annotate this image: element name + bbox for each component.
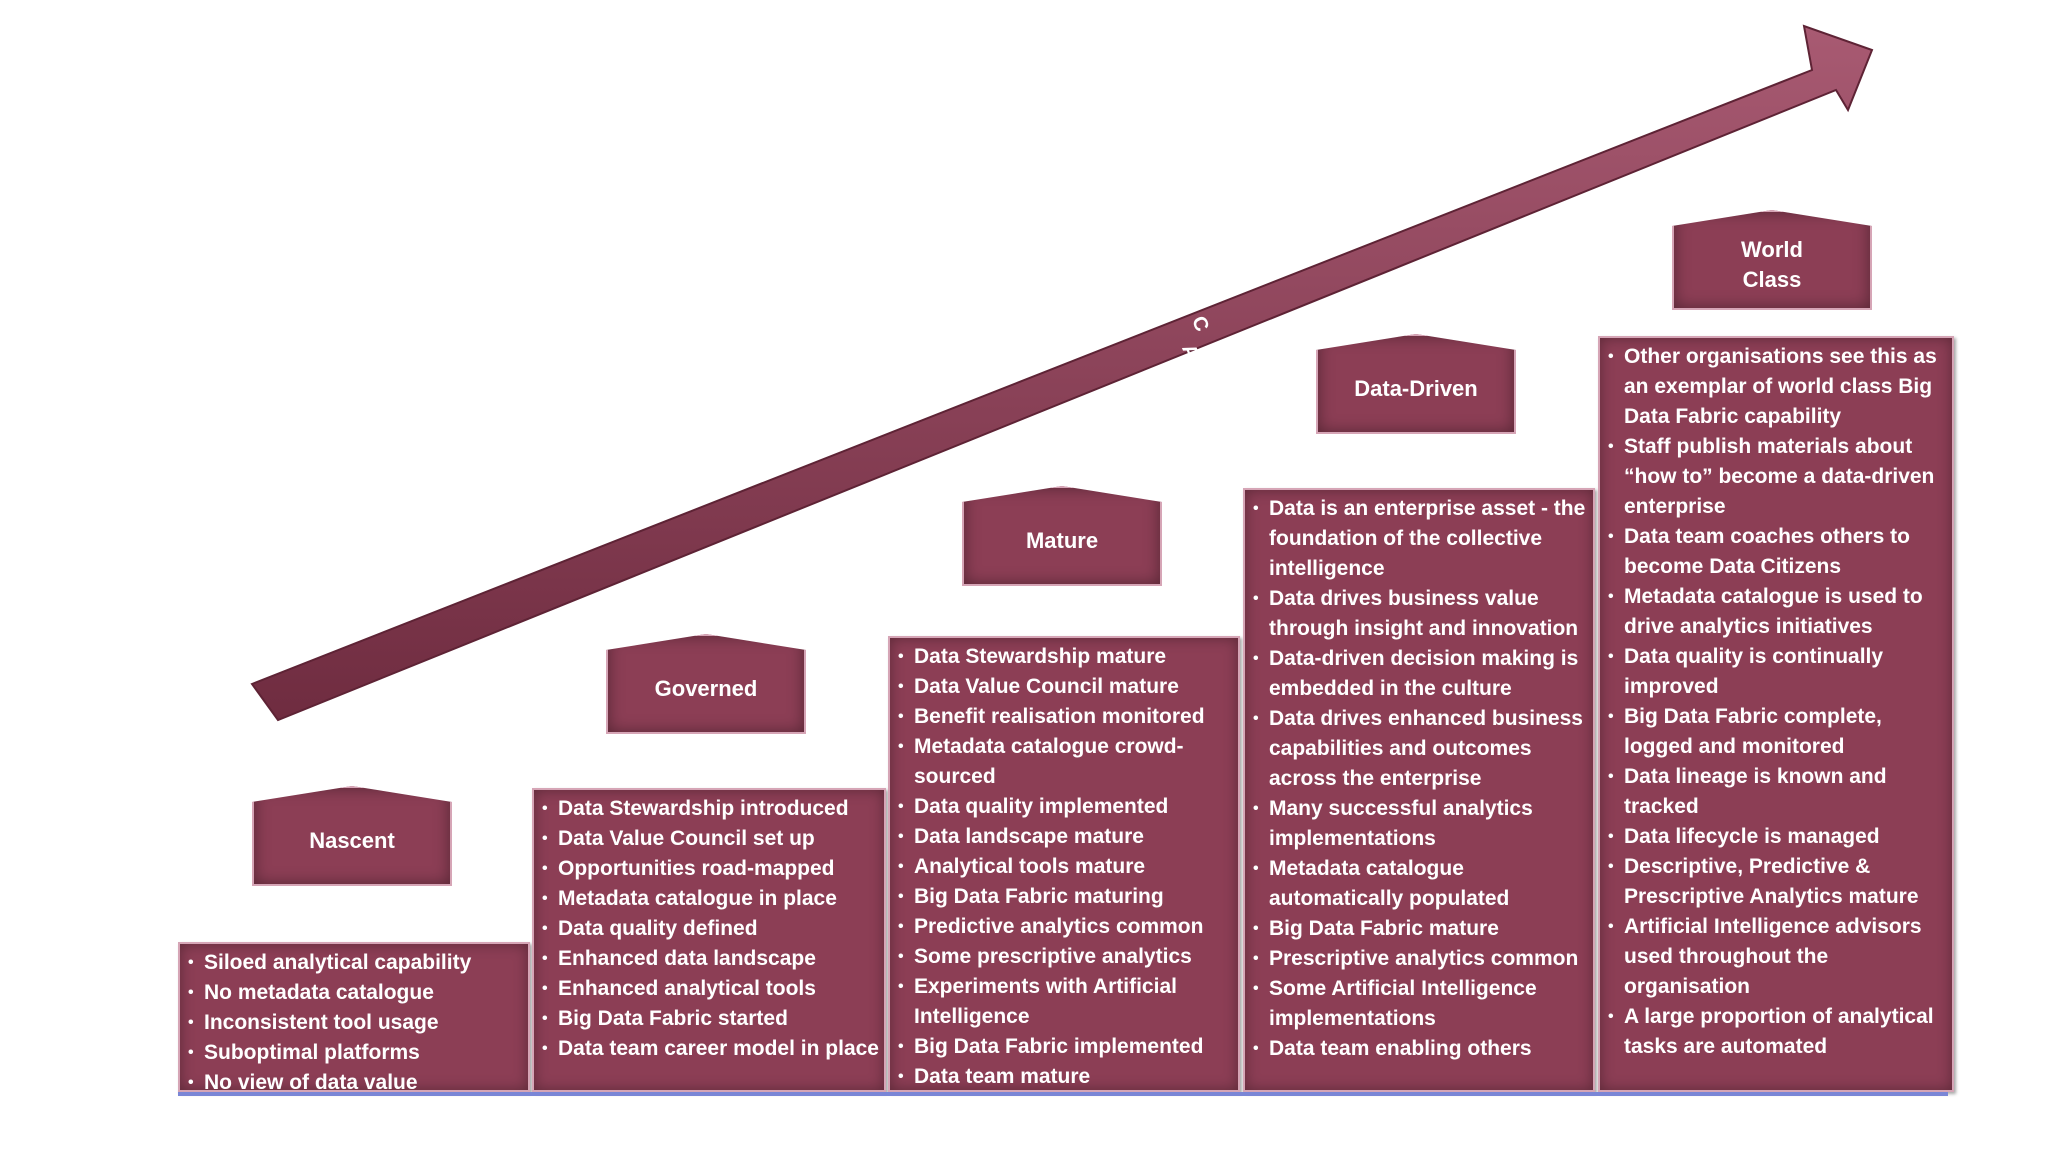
- stage-body-world-class: Other organisations see this as an exemp…: [1598, 336, 1954, 1092]
- stage-body-nascent: Siloed analytical capabilityNo metadata …: [178, 942, 530, 1098]
- bullet-item: Metadata catalogue is used to drive anal…: [1608, 582, 1948, 642]
- bullet-item: Metadata catalogue automatically populat…: [1253, 854, 1589, 914]
- bullet-item: Opportunities road-mapped: [542, 854, 880, 884]
- stage-label-world-class: World Class: [1672, 210, 1872, 310]
- bullet-item: Analytical tools mature: [898, 852, 1234, 882]
- bullet-item: Big Data Fabric started: [542, 1004, 880, 1034]
- bullet-item: Data team enabling others: [1253, 1034, 1589, 1064]
- bullet-item: Many successful analytics implementation…: [1253, 794, 1589, 854]
- stage-label-nascent: Nascent: [252, 786, 452, 886]
- mature-title: Mature: [1025, 528, 1099, 553]
- bullet-item: Enhanced analytical tools: [542, 974, 880, 1004]
- stage-body-governed: Data Stewardship introducedData Value Co…: [532, 788, 886, 1092]
- arrow-shape: [250, 24, 1874, 722]
- bullet-item: Staff publish materials about “how to” b…: [1608, 432, 1948, 522]
- bullet-item: Data quality implemented: [898, 792, 1234, 822]
- bullet-item: Siloed analytical capability: [188, 948, 524, 978]
- bullet-item: Data drives enhanced business capabiliti…: [1253, 704, 1589, 794]
- stage-body-data-driven: Data is an enterprise asset - the founda…: [1243, 488, 1595, 1092]
- bullet-item: No metadata catalogue: [188, 978, 524, 1008]
- bullet-item: Big Data Fabric mature: [1253, 914, 1589, 944]
- nascent-list: Siloed analytical capabilityNo metadata …: [180, 944, 528, 1098]
- world-class-list: Other organisations see this as an exemp…: [1600, 338, 1952, 1062]
- bullet-item: Data lifecycle is managed: [1608, 822, 1948, 852]
- bullet-item: Artificial Intelligence advisors used th…: [1608, 912, 1948, 1002]
- bullet-item: Data-driven decision making is embedded …: [1253, 644, 1589, 704]
- bullet-item: Data landscape mature: [898, 822, 1234, 852]
- data-driven-list: Data is an enterprise asset - the founda…: [1245, 490, 1593, 1064]
- bullet-item: Big Data Fabric complete, logged and mon…: [1608, 702, 1948, 762]
- bullet-item: Some Artificial Intelligence implementat…: [1253, 974, 1589, 1034]
- bullet-item: Data Value Council set up: [542, 824, 880, 854]
- stage-body-mature: Data Stewardship matureData Value Counci…: [888, 636, 1240, 1092]
- bullet-item: Some prescriptive analytics: [898, 942, 1234, 972]
- bullet-item: Experiments with Artificial Intelligence: [898, 972, 1234, 1032]
- stage-label-data-driven: Data-Driven: [1316, 334, 1516, 434]
- bullet-item: Metadata catalogue in place: [542, 884, 880, 914]
- bullet-item: Prescriptive analytics common: [1253, 944, 1589, 974]
- bullet-item: Big Data Fabric maturing: [898, 882, 1234, 912]
- mature-list: Data Stewardship matureData Value Counci…: [890, 638, 1238, 1092]
- bullet-item: Big Data Fabric implemented: [898, 1032, 1234, 1062]
- data-driven-title: Data-Driven: [1354, 376, 1478, 401]
- bullet-item: Descriptive, Predictive & Prescriptive A…: [1608, 852, 1948, 912]
- bullet-item: Data Stewardship introduced: [542, 794, 880, 824]
- bullet-item: Data team mature: [898, 1062, 1234, 1092]
- bullet-item: Data Value Council mature: [898, 672, 1234, 702]
- stage-label-mature: Mature: [962, 486, 1162, 586]
- bullet-item: Metadata catalogue crowd-sourced: [898, 732, 1234, 792]
- bullet-item: Data is an enterprise asset - the founda…: [1253, 494, 1589, 584]
- world-class-title: World Class: [1741, 237, 1803, 292]
- bullet-item: Data quality is continually improved: [1608, 642, 1948, 702]
- bullet-item: Predictive analytics common: [898, 912, 1234, 942]
- bullet-item: Enhanced data landscape: [542, 944, 880, 974]
- stage-label-governed: Governed: [606, 634, 806, 734]
- bullet-item: No view of data value: [188, 1068, 524, 1098]
- bullet-item: Data lineage is known and tracked: [1608, 762, 1948, 822]
- governed-list: Data Stewardship introducedData Value Co…: [534, 790, 884, 1064]
- bullet-item: Inconsistent tool usage: [188, 1008, 524, 1038]
- bullet-item: A large proportion of analytical tasks a…: [1608, 1002, 1948, 1062]
- governed-title: Governed: [654, 676, 758, 701]
- bullet-item: Other organisations see this as an exemp…: [1608, 342, 1948, 432]
- bullet-item: Data team coaches others to become Data …: [1608, 522, 1948, 582]
- baseline: [178, 1092, 1948, 1096]
- bullet-item: Data quality defined: [542, 914, 880, 944]
- nascent-title: Nascent: [309, 828, 395, 853]
- bullet-item: Suboptimal platforms: [188, 1038, 524, 1068]
- bullet-item: Data team career model in place: [542, 1034, 880, 1064]
- bullet-item: Data Stewardship mature: [898, 642, 1234, 672]
- bullet-item: Data drives business value through insig…: [1253, 584, 1589, 644]
- bullet-item: Benefit realisation monitored: [898, 702, 1234, 732]
